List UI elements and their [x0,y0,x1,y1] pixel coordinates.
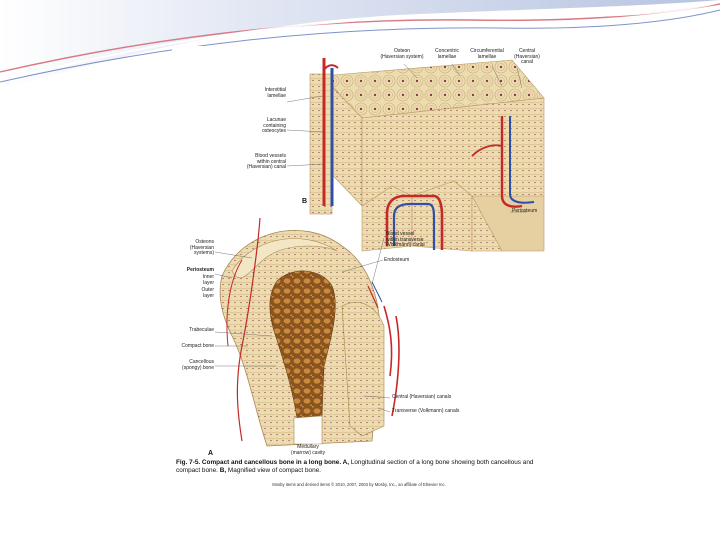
caption-text-a: Longitudinal section of a long bone show… [176,459,534,474]
label-interstitial-lamellae: Interstitial lamellae [264,87,286,99]
label-central-canal-b: Central (Haversian) canal [514,48,540,66]
label-circumferential-lamellae: Circumferential lamellae [470,48,504,60]
long-bone-section [219,217,400,447]
label-medullary-cavity: Medullary (marrow) cavity [290,444,326,456]
figure-caption: Fig. 7-5. Compact and cancellous bone in… [176,459,542,474]
bone-anatomy-figure: Osteon (Haversian system) Concentric lam… [172,46,546,494]
label-periosteum-a: Periosteum [186,267,214,273]
label-osteon: Osteon (Haversian system) [380,48,424,60]
leader-lines [214,63,527,413]
label-cancellous-bone: Cancellous (spongy) bone [182,359,214,371]
caption-bold-b: B, [219,466,227,474]
label-trabeculae: Trabeculae [189,327,214,333]
label-inner-layer: Inner layer [202,274,214,286]
label-blood-vessel-transverse: Blood vessel within transverse (Volkmann… [386,231,425,249]
label-lacunae: Lacunae containing osteocytes [262,117,286,135]
panel-letter-b: B [302,198,308,205]
label-blood-vessels-central: Blood vessels within central (Haversian)… [246,153,286,171]
haversian-vessels [322,58,535,250]
label-central-canals: Central (Haversian) canals [392,394,452,400]
label-concentric-lamellae: Concentric lamellae [435,48,459,60]
bone-illustration [214,58,545,447]
label-outer-layer: Outer layer [201,287,214,299]
panel-letter-a: A [208,450,214,457]
label-compact-bone: Compact bone [181,343,214,349]
label-endosteum: Endosteum [384,257,410,263]
label-periosteum-b: Periosteum [512,208,538,214]
caption-text-b: Magnified view of compact bone. [226,466,321,474]
label-osteons: Osteons (Haversian systems) [189,239,214,257]
copyright-credit: Mosby items and derived items © 2010, 20… [272,482,446,487]
compact-bone-block [309,59,545,252]
caption-bold-a: Fig. 7-5. Compact and cancellous bone in… [176,459,350,466]
label-transverse-canals: Transverse (Volkmann) canals [392,408,460,414]
